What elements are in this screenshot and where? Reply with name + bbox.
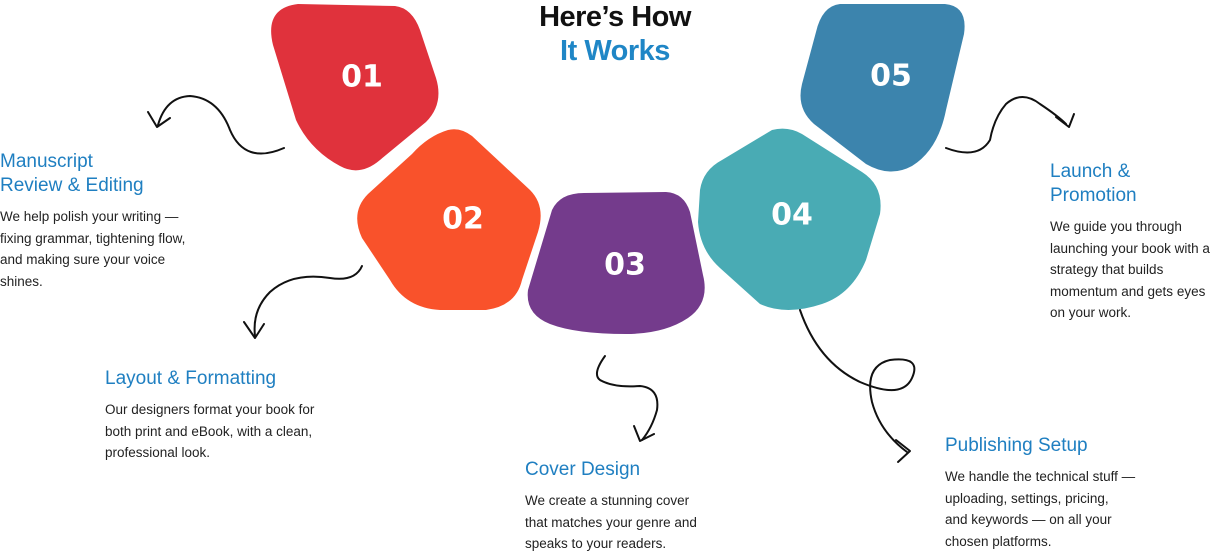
step-3-shape bbox=[527, 192, 705, 334]
step-4-desc-line1: We handle the technical stuff — bbox=[945, 469, 1136, 484]
step-4-title: Publishing Setup bbox=[945, 435, 1088, 456]
step-2-shape bbox=[357, 129, 541, 310]
step-5-desc-line5: on your work. bbox=[1050, 305, 1132, 320]
step-4-desc-line3: and keywords — on all your bbox=[945, 512, 1112, 527]
step-5-title-line1: Launch & bbox=[1050, 161, 1131, 182]
step-4-text: Publishing Setup We handle the technical… bbox=[945, 434, 1185, 552]
arrow-step-4 bbox=[799, 309, 916, 463]
step-4-shape bbox=[698, 128, 881, 310]
step-5-number: 05 bbox=[870, 59, 912, 94]
step-4-number: 04 bbox=[771, 198, 813, 233]
step-2-desc-line2: both print and eBook, with a clean, bbox=[105, 423, 313, 439]
step-3-number: 03 bbox=[604, 248, 646, 283]
step-3-title: Cover Design bbox=[525, 459, 641, 480]
step-3-desc-line2: that matches your genre and bbox=[525, 514, 697, 530]
step-2-number: 02 bbox=[442, 202, 484, 237]
step-4-desc-line4: chosen platforms. bbox=[945, 533, 1052, 549]
step-3-text: Cover Design We create a stunning cover … bbox=[525, 458, 765, 555]
step-1-desc-line4: shines. bbox=[0, 273, 43, 289]
step-3-description: We create a stunning cover that matches … bbox=[525, 490, 765, 555]
step-1-description: We help polish your writing — fixing gra… bbox=[0, 206, 240, 292]
step-1-text: Manuscript Review & Editing We help poli… bbox=[0, 150, 240, 292]
step-1-desc-line1: We help polish your writing — bbox=[0, 209, 179, 224]
step-1-number: 01 bbox=[341, 60, 383, 95]
arrow-step-2 bbox=[243, 265, 363, 339]
step-2-desc-line3: professional look. bbox=[105, 445, 211, 460]
arrow-step-1 bbox=[147, 95, 285, 155]
step-1-desc-line2: fixing grammar, tightening flow, bbox=[0, 230, 186, 246]
step-2-description: Our designers format your book for both … bbox=[105, 399, 375, 464]
step-1-desc-line3: and making sure your voice bbox=[0, 252, 166, 267]
step-1-shape bbox=[271, 4, 439, 171]
step-5-title: Launch & Promotion bbox=[1050, 160, 1228, 208]
step-5-title-line2: Promotion bbox=[1050, 185, 1137, 206]
heading-line-1: Here’s How bbox=[539, 1, 691, 33]
heading-line-2: It Works bbox=[560, 35, 670, 67]
arrow-step-3 bbox=[595, 355, 659, 442]
step-1-title-line2: Review & Editing bbox=[0, 175, 144, 196]
step-5-desc-line4: momentum and gets eyes bbox=[1050, 283, 1206, 299]
step-5-text: Launch & Promotion We guide you through … bbox=[1050, 160, 1228, 324]
step-2-text: Layout & Formatting Our designers format… bbox=[105, 367, 375, 464]
step-4-description: We handle the technical stuff — uploadin… bbox=[945, 466, 1185, 552]
step-5-desc-line1: We guide you through bbox=[1050, 219, 1182, 234]
step-5-desc-line2: launching your book with a bbox=[1050, 240, 1210, 256]
step-5-description: We guide you through launching your book… bbox=[1050, 216, 1228, 324]
page-heading: Here’s How It Works bbox=[0, 0, 1230, 68]
arrow-step-5 bbox=[945, 96, 1075, 154]
step-2-title: Layout & Formatting bbox=[105, 368, 277, 389]
step-3-desc-line3: speaks to your readers. bbox=[525, 536, 667, 551]
step-1-title-line1: Manuscript bbox=[0, 151, 93, 172]
step-5-shape bbox=[800, 4, 965, 172]
step-5-desc-line3: strategy that builds bbox=[1050, 262, 1164, 277]
step-2-desc-line1: Our designers format your book for bbox=[105, 402, 315, 417]
step-1-title: Manuscript Review & Editing bbox=[0, 150, 240, 198]
step-3-desc-line1: We create a stunning cover bbox=[525, 493, 690, 508]
step-4-desc-line2: uploading, settings, pricing, bbox=[945, 490, 1109, 506]
